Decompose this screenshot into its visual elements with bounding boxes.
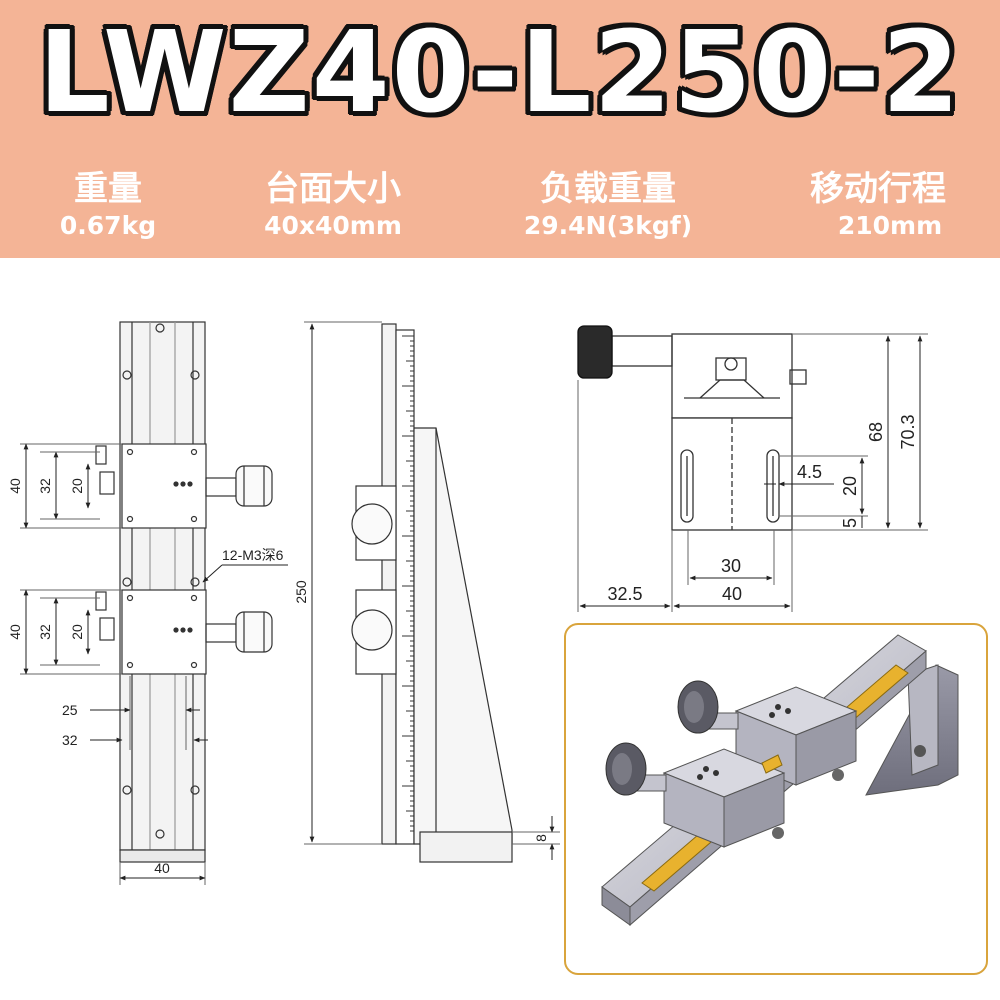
spec-travel-value: 210mm [837, 211, 943, 240]
dim-32-5: 32.5 [607, 584, 642, 604]
side-scale [395, 329, 415, 845]
dim-4-5: 4.5 [797, 462, 822, 482]
spec-load-value: 29.4N(3kgf) [523, 211, 693, 240]
rail-hole [190, 370, 200, 380]
dim-5: 5 [840, 518, 860, 528]
rail-hole [122, 577, 132, 587]
spec-table-size: 台面大小 40x40mm [228, 168, 438, 242]
spec-weight-label: 重量 [74, 169, 142, 209]
rail-hole [190, 577, 200, 587]
rail-hole [155, 829, 165, 839]
product-title: LWZ40-L250-2 [38, 8, 962, 138]
spec-travel: 移动行程 210mm [778, 168, 978, 242]
rail-hole [122, 370, 132, 380]
end-carriage [671, 333, 793, 419]
end-knob [577, 325, 613, 379]
rail-hole [122, 785, 132, 795]
spec-load-label: 负载重量 [540, 169, 676, 209]
side-knob-lower [351, 609, 393, 651]
rail-hole [190, 785, 200, 795]
spec-load: 负载重量 29.4N(3kgf) [498, 168, 718, 242]
dim-70-3: 70.3 [898, 414, 918, 449]
hole-note: 12-M3深6 [222, 547, 284, 563]
dim-20-end: 20 [840, 476, 860, 496]
dim-68: 68 [866, 422, 886, 442]
dim-25: 25 [62, 702, 78, 718]
spec-weight-value: 0.67kg [59, 211, 157, 240]
front-view [95, 321, 273, 863]
dim-40-width: 40 [154, 860, 170, 876]
slot-left [680, 449, 694, 523]
lower-carriage [121, 589, 207, 675]
rail-hole [155, 323, 165, 333]
dim-40-end: 40 [722, 584, 742, 604]
dim-8: 8 [533, 834, 549, 842]
side-knob-upper [351, 503, 393, 545]
dim-30: 30 [721, 556, 741, 576]
side-rail [381, 323, 397, 845]
dim-20-lower: 20 [69, 624, 85, 640]
lower-knob [235, 611, 273, 653]
product-rendering [601, 634, 959, 927]
spec-table-size-label: 台面大小 [265, 169, 401, 209]
dim-20-upper: 20 [69, 478, 85, 494]
product-photo [564, 623, 988, 975]
dim-32-upper: 32 [37, 478, 53, 494]
front-rail [119, 321, 206, 851]
dim-40-lower: 40 [7, 624, 23, 640]
header-banner [0, 0, 1000, 258]
end-view [577, 325, 807, 531]
dim-40-upper: 40 [7, 478, 23, 494]
spec-weight: 重量 0.67kg [28, 168, 188, 242]
dim-32-bottom: 32 [62, 732, 78, 748]
upper-knob [235, 465, 273, 507]
spec-travel-label: 移动行程 [810, 169, 946, 209]
dim-32-lower: 32 [37, 624, 53, 640]
upper-carriage [121, 443, 207, 529]
side-bracket [413, 427, 513, 845]
dim-250: 250 [293, 580, 309, 604]
spec-table-size-value: 40x40mm [264, 211, 402, 240]
side-view [351, 323, 513, 863]
